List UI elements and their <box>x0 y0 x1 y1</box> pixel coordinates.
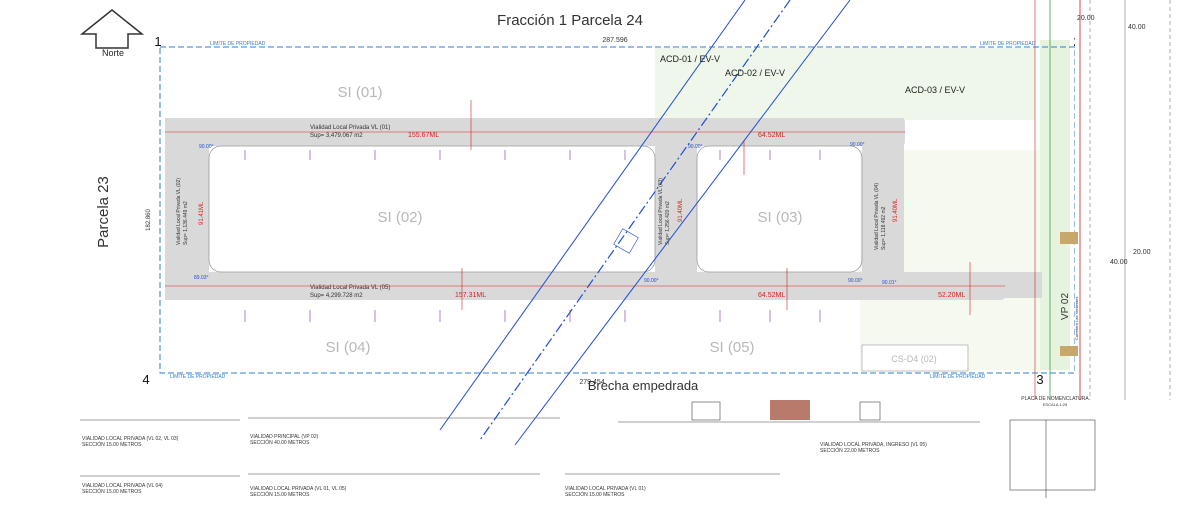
measure-7: 91.40ML <box>678 198 684 222</box>
neighbor-west: Parcela 23 <box>95 176 112 248</box>
dim-1: 20.00 <box>1077 15 1095 22</box>
section-1-sub: SECCIÓN 15.00 METROS <box>82 441 142 448</box>
dim-3: 20.00 <box>1133 249 1151 256</box>
section-5-title: VIALIDAD LOCAL PRIVADA (VL 01) <box>565 486 646 492</box>
north-label: Norte <box>102 48 124 58</box>
csd4-box <box>861 344 969 372</box>
section-5-sub: SECCIÓN 15.00 METROS <box>565 491 625 498</box>
measure-8: 91.40ML <box>893 198 899 222</box>
measure-1: 155.67ML <box>408 132 439 139</box>
corner-1: 1 <box>154 34 161 49</box>
top-length: 287.596 <box>602 37 627 44</box>
measure-5: 52.20ML <box>938 292 965 299</box>
dim-2: 40.00 <box>1128 24 1146 31</box>
angle-5: 90.00° <box>848 278 863 284</box>
dim-4: 40.00 <box>1110 259 1128 266</box>
measure-6: 91.41ML <box>199 201 205 225</box>
north-arrow-icon <box>79 9 145 49</box>
measure-4: 64.52ML <box>758 292 785 299</box>
diagonal-axes <box>439 0 851 446</box>
green-strip <box>1040 40 1070 370</box>
cross-sections <box>80 400 1096 498</box>
section-3-title: VIALIDAD PRINCIPAL (VP 02) <box>250 434 319 440</box>
zone-si02: SI (02) <box>377 209 422 226</box>
measure-lines <box>165 100 1005 315</box>
property-line-label-top: LIMITE DE PROPIEDAD <box>210 41 266 47</box>
section-2-title: VIALIDAD LOCAL PRIVADA (VL 04) <box>82 483 163 489</box>
vl02-area: Sup= 1,136.449 m2 <box>183 201 189 245</box>
angle-7: 90.01° <box>882 280 897 286</box>
measure-2: 64.52ML <box>758 132 785 139</box>
section-6-sub: SECCIÓN 22.00 METROS <box>820 447 880 454</box>
section-4-sub: SECCIÓN 15.00 METROS <box>250 491 310 498</box>
neighbor-south: Brecha empedrada <box>588 378 699 393</box>
section-6-title: VIALIDAD LOCAL PRIVADA, INGRESO (VL 05) <box>820 442 927 448</box>
bottom-length: 279.454 <box>579 379 604 386</box>
vp02-label: VP 02 <box>1060 293 1071 320</box>
plan-title: Fracción 1 Parcela 24 <box>497 12 643 29</box>
corner-4: 4 <box>142 372 149 387</box>
section-3-sub: SECCIÓN 40.00 METROS <box>250 439 310 446</box>
zone-acd01: ACD-01 / EV-V <box>660 54 720 64</box>
linear-measures: 155.67ML 64.52ML 157.31ML 64.52ML 52.20M… <box>199 132 965 299</box>
angle-6: 90.00° <box>850 142 865 148</box>
vl04-name: Vialidad Local Privada VL (04) <box>874 183 880 250</box>
angle-4: 90.00° <box>644 278 659 284</box>
vl04-area: Sup= 1,118.492 m2 <box>881 206 887 250</box>
vl01-area: Sup= 3,479.067 m2 <box>310 133 363 139</box>
property-line-label-bottom: LIMITE DE PROPIEDAD <box>170 374 226 380</box>
vl03-area: Sup= 1,256.420 m2 <box>665 201 671 245</box>
lot-ticks <box>244 150 821 322</box>
vl03-name: Vialidad Local Privada VL (03) <box>658 178 664 245</box>
left-length: 182.860 <box>146 209 152 231</box>
zone-acd02: ACD-02 / EV-V <box>725 68 785 78</box>
angle-3: 89.03° <box>194 275 209 281</box>
zone-si05: SI (05) <box>709 339 754 356</box>
zone-acd03: ACD-03 / EV-V <box>905 85 965 95</box>
corner-3: 3 <box>1036 372 1043 387</box>
vl05-name: Vialidad Local Privada VL (05) <box>310 285 390 291</box>
angle-1: 90.00° <box>199 144 214 150</box>
vl02-name: Vialidad Local Privada VL (02) <box>176 178 182 245</box>
main-highway <box>1034 0 1200 507</box>
property-line-label-bottom-right: LIMITE DE PROPIEDAD <box>930 374 986 380</box>
placa-title: PLACA DE NOMENCLATURA <box>1021 396 1089 402</box>
vl01-name: Vialidad Local Privada VL (01) <box>310 125 390 131</box>
angle-labels: 90.00° 90.00° 89.03° 90.00° 90.00° 90.00… <box>194 142 897 286</box>
block-outlines <box>208 145 863 273</box>
section-2-sub: SECCIÓN 15.00 METROS <box>82 488 142 495</box>
zone-si03: SI (03) <box>757 209 802 226</box>
measure-3: 157.31ML <box>455 292 486 299</box>
zone-csd4: CS-D4 (02) <box>891 354 937 364</box>
zone-si04: SI (04) <box>325 339 370 356</box>
acd-area <box>655 48 1035 120</box>
property-boundary <box>159 46 1076 374</box>
section-4-title: VIALIDAD LOCAL PRIVADA (VL 01, VL 05) <box>250 486 347 492</box>
angle-2: 90.00° <box>688 144 703 150</box>
vp02-sub: Carretera Las Vertientes <box>1074 297 1079 340</box>
zone-si01: SI (01) <box>337 84 382 101</box>
placa-scale: ESCALA 1:25 <box>1043 402 1068 407</box>
property-line-label-top-right: LIMITE DE PROPIEDAD <box>980 41 1036 47</box>
vl05-area: Sup= 4,299.728 m2 <box>310 293 363 299</box>
section-1-title: VIALIDAD LOCAL PRIVADA (VL 02, VL 03) <box>82 436 179 442</box>
section-captions: VIALIDAD LOCAL PRIVADA (VL 02, VL 03) SE… <box>82 396 1089 498</box>
